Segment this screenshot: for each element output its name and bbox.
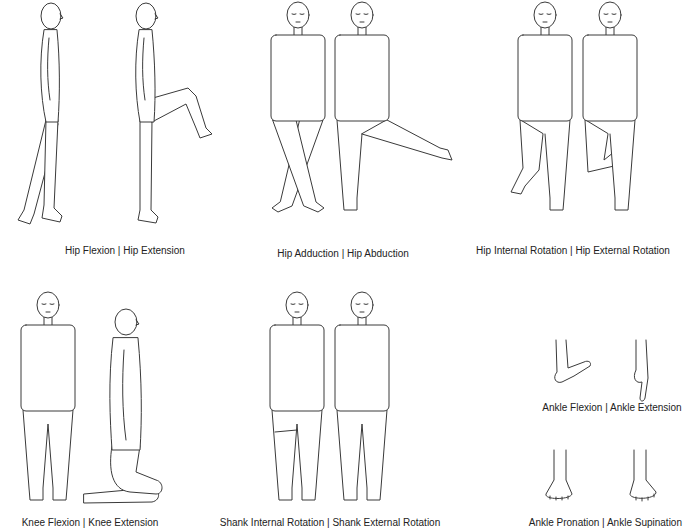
caption-label: Hip Internal Rotation | Hip External Rot… <box>476 245 670 257</box>
caption-label: Ankle Pronation | Ankle Supination <box>529 517 682 529</box>
hip-external-rotation-figure <box>583 2 637 210</box>
knee-extension-figure <box>84 309 162 503</box>
ankle-pronation-foot <box>546 450 572 500</box>
caption-label: Ankle Flexion | Ankle Extension <box>542 402 681 414</box>
caption-label: Hip Flexion | Hip Extension <box>65 245 185 257</box>
shank-external-rotation-figure <box>335 292 389 500</box>
hip-internal-rotation-figure <box>511 2 572 210</box>
caption-label: Shank Internal Rotation | Shank External… <box>220 517 441 529</box>
hip-abduction-figure <box>335 2 452 210</box>
hip-flexion-figure <box>18 3 63 224</box>
hip-extension-figure <box>136 3 212 223</box>
hip-adduction-figure <box>271 2 325 212</box>
ankle-flexion-foot <box>555 340 591 382</box>
ankle-supination-foot <box>630 450 656 501</box>
ankle-extension-foot <box>634 340 648 401</box>
knee-flexion-figure <box>21 292 75 500</box>
caption-label: Hip Adduction | Hip Abduction <box>277 248 409 260</box>
caption-label: Knee Flexion | Knee Extension <box>22 517 159 529</box>
shank-internal-rotation-figure <box>270 292 324 500</box>
